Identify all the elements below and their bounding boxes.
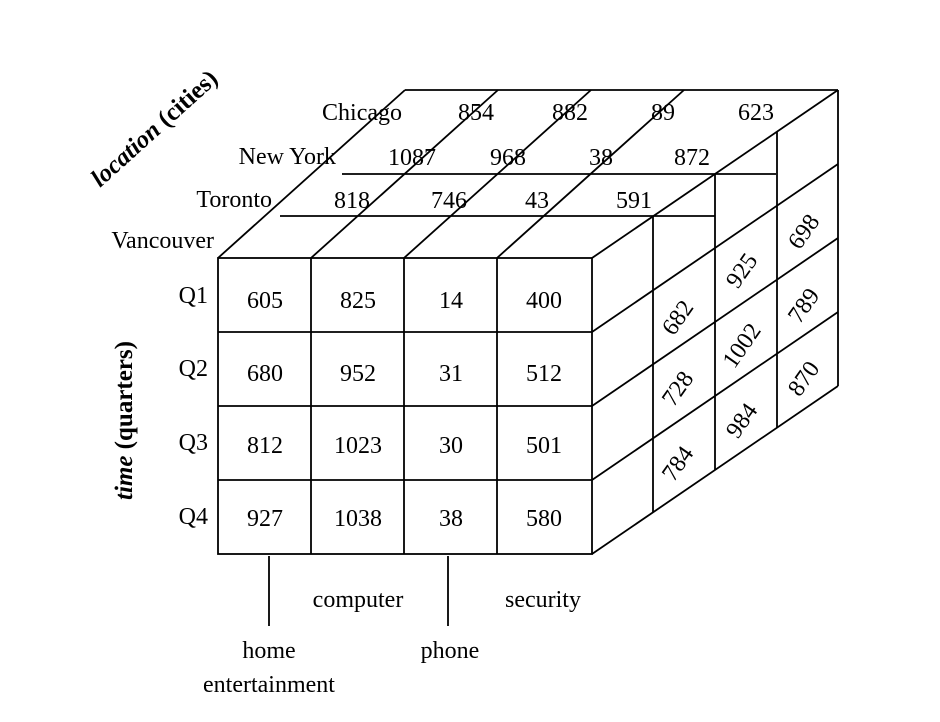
- cell-new-york-home: 1087: [388, 145, 436, 171]
- cell-chicago-security: 623: [738, 100, 774, 126]
- time-axis-title: time (quarters): [111, 341, 138, 500]
- location-axis-title: location (cities): [86, 65, 223, 192]
- quarter-label-q3: Q3: [179, 430, 208, 456]
- cell-toronto-q1-security: 682: [657, 296, 699, 340]
- cell-toronto-q3-security: 784: [657, 442, 699, 486]
- cell-new-york-computer: 968: [490, 145, 526, 171]
- cell-vancouver-q2-computer: 952: [340, 361, 376, 387]
- city-label-toronto: Toronto: [196, 187, 272, 213]
- cell-vancouver-q4-computer: 1038: [334, 506, 382, 532]
- cell-vancouver-q1-security: 400: [526, 288, 562, 314]
- cell-chicago-home: 854: [458, 100, 494, 126]
- cell-vancouver-q3-computer: 1023: [334, 433, 382, 459]
- cell-vancouver-q1-home: 605: [247, 288, 283, 314]
- cell-toronto-computer: 746: [431, 188, 467, 214]
- cell-toronto-phone: 43: [525, 188, 549, 214]
- cell-vancouver-q2-home: 680: [247, 361, 283, 387]
- front-face-values: 605 825 14 400 680 952 31 512 812 1023 3…: [247, 288, 562, 532]
- quarter-label-q1: Q1: [179, 283, 208, 309]
- cell-new-york-q1-security: 925: [721, 249, 763, 293]
- cell-vancouver-q4-security: 580: [526, 506, 562, 532]
- cell-toronto-q2-security: 728: [657, 367, 699, 411]
- cell-chicago-q1-security: 698: [783, 210, 825, 254]
- item-label-computer: computer: [313, 587, 404, 613]
- quarter-label-q4: Q4: [179, 504, 208, 530]
- cell-vancouver-q3-home: 812: [247, 433, 283, 459]
- cell-vancouver-q2-phone: 31: [439, 361, 463, 387]
- item-label-home: home: [242, 638, 295, 664]
- cell-vancouver-q1-computer: 825: [340, 288, 376, 314]
- location-axis-italic: location: [86, 117, 166, 193]
- cell-chicago-q3-security: 870: [783, 357, 825, 401]
- city-label-new-york: New York: [239, 144, 336, 170]
- cell-new-york-phone: 38: [589, 145, 613, 171]
- cell-new-york-q3-security: 984: [721, 399, 763, 443]
- cell-new-york-security: 872: [674, 145, 710, 171]
- cell-vancouver-q3-security: 501: [526, 433, 562, 459]
- cell-chicago-q2-security: 789: [783, 284, 825, 328]
- cell-vancouver-q1-phone: 14: [439, 288, 463, 314]
- cell-vancouver-q3-phone: 30: [439, 433, 463, 459]
- cell-vancouver-q4-phone: 38: [439, 506, 463, 532]
- city-label-vancouver: Vancouver: [111, 228, 214, 254]
- cell-toronto-home: 818: [334, 188, 370, 214]
- cell-vancouver-q4-home: 927: [247, 506, 283, 532]
- cell-chicago-phone: 89: [651, 100, 675, 126]
- item-label-security: security: [505, 587, 581, 613]
- cell-vancouver-q2-security: 512: [526, 361, 562, 387]
- cube-grid: [217, 89, 839, 626]
- quarter-label-q2: Q2: [179, 356, 208, 382]
- cell-toronto-security: 591: [616, 188, 652, 214]
- city-label-chicago: Chicago: [322, 100, 402, 126]
- cell-chicago-computer: 882: [552, 100, 588, 126]
- top-face-values: 818 746 43 591 1087 968 38 872 854 882 8…: [334, 100, 774, 214]
- item-label-phone: phone: [421, 638, 480, 664]
- time-axis-italic: time: [111, 456, 138, 500]
- location-axis-rest: (cities): [148, 65, 223, 137]
- item-label-entertainment: entertainment: [203, 672, 335, 698]
- time-axis-rest: (quarters): [111, 341, 138, 456]
- side-face-values: 682 728 784 925 1002 984 698 789 870: [657, 210, 825, 486]
